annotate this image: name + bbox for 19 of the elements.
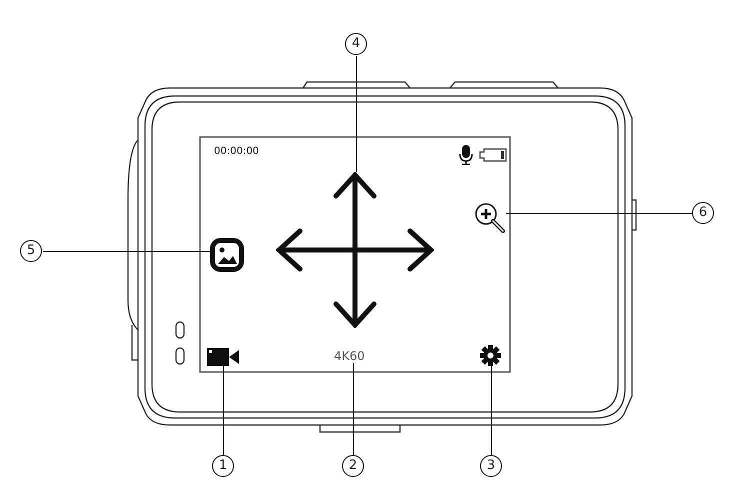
callout-number: 3	[480, 455, 502, 477]
gallery-icon	[210, 238, 244, 272]
leader-line	[222, 366, 224, 455]
zoom-icon	[474, 202, 506, 234]
settings-icon	[480, 345, 501, 366]
leader-line	[356, 56, 358, 172]
leader-line	[43, 250, 210, 252]
timer-text: 00:00:00	[214, 146, 259, 157]
four-way-arrow-icon	[276, 172, 434, 328]
callout-number: 2	[342, 455, 364, 477]
resolution-text: 4K60	[334, 349, 365, 363]
callout-number: 4	[345, 33, 367, 55]
callout-number: 6	[692, 202, 714, 224]
callout-number: 1	[212, 455, 234, 477]
video-camera-icon	[207, 348, 239, 366]
leader-line	[506, 212, 692, 214]
callout-number: 5	[20, 240, 42, 262]
leader-line	[352, 363, 354, 455]
leader-line	[490, 366, 492, 455]
